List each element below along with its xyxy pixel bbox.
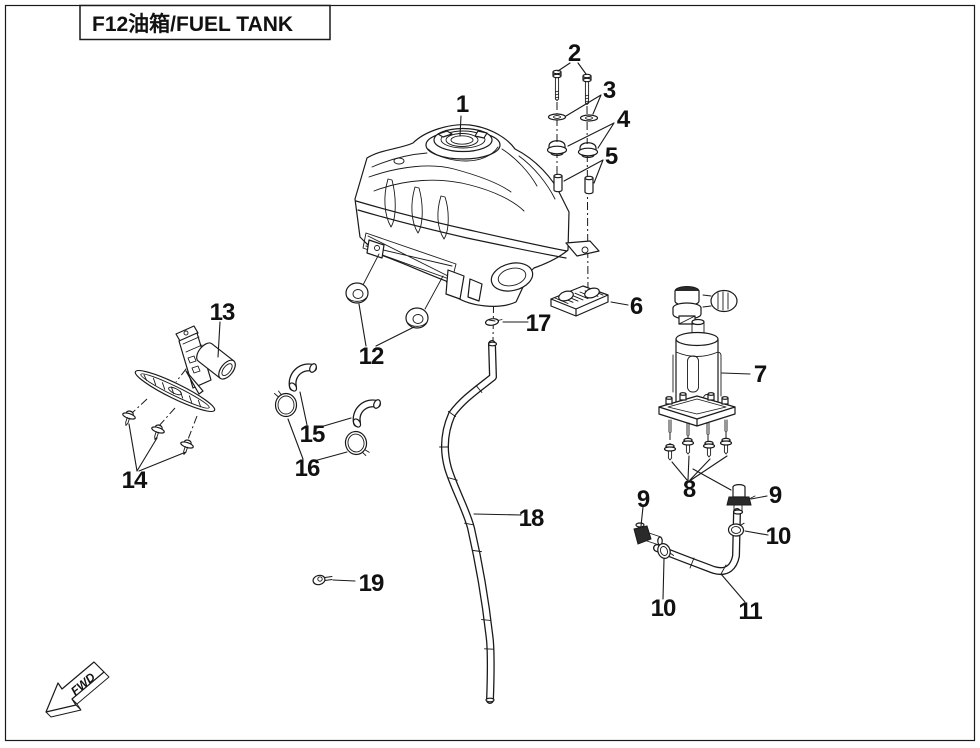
sensor-float-can — [196, 342, 236, 380]
callout-10-left: 10 — [651, 595, 676, 622]
spacer-drawing — [553, 173, 563, 193]
elbow-boots-drawing — [273, 363, 381, 460]
spacer-drawing — [584, 175, 594, 195]
sensor-screw-drawing — [148, 422, 167, 443]
elbow-connector-left-drawing — [633, 522, 663, 546]
callout-4: 4 — [617, 106, 631, 133]
callout-19: 19 — [359, 570, 384, 597]
clip17-drawing — [484, 318, 503, 326]
grommets-drawing — [345, 253, 444, 329]
pump-screw-drawing — [681, 437, 695, 455]
outlet-fittings-drawing — [633, 484, 756, 575]
callout-12: 12 — [359, 343, 384, 370]
grommet-drawing — [405, 307, 429, 329]
fuel-tank-drawing — [354, 124, 600, 307]
mount-plate-drawing — [550, 285, 609, 317]
title-box — [79, 4, 331, 41]
callout-11: 11 — [738, 598, 762, 625]
callout-17: 17 — [526, 310, 551, 337]
callout-18: 18 — [519, 505, 544, 532]
drain-hose-drawing — [439, 340, 498, 704]
ring-clamp-drawing — [273, 390, 298, 418]
tank-mount-hardware-drawing — [546, 69, 599, 195]
callout-5: 5 — [605, 143, 618, 170]
callout-3: 3 — [603, 77, 616, 104]
callout-9-right: 9 — [769, 482, 782, 509]
callout-16: 16 — [295, 455, 320, 482]
sensor-screw-drawing — [119, 408, 138, 429]
callout-2: 2 — [568, 40, 581, 67]
callout-14: 14 — [122, 467, 148, 494]
page-title: F12油箱/FUEL TANK — [92, 12, 293, 36]
callout-6: 6 — [630, 293, 643, 320]
hose-joint-ticks — [439, 385, 494, 650]
washer-drawing — [547, 113, 567, 121]
pump-cap — [710, 289, 738, 313]
pump-screw-drawing — [719, 437, 733, 455]
pump-screw-drawing — [702, 440, 716, 458]
flange-posts — [665, 392, 729, 405]
page-border — [4, 4, 976, 742]
clip19-drawing — [312, 574, 333, 586]
elbow-connector-right-drawing — [726, 484, 756, 515]
callout-1: 1 — [456, 91, 469, 118]
callout-7: 7 — [754, 361, 767, 388]
bolt-drawing — [552, 69, 562, 102]
bolt-drawing — [582, 73, 592, 106]
grommet-drawing — [345, 282, 369, 304]
fwd-arrow: FWD — [45, 661, 110, 718]
callout-labels: 1 2 3 4 5 6 7 8 9 9 10 10 11 12 13 14 15… — [122, 40, 792, 625]
pump-screw-drawing — [663, 443, 677, 461]
ring-clamp-drawing — [343, 429, 371, 460]
callout-9-left: 9 — [637, 486, 650, 513]
callout-15: 15 — [300, 421, 325, 448]
hose-clamp-right-drawing — [727, 521, 745, 538]
fuel-sensor-drawing — [119, 325, 236, 458]
callout-13: 13 — [210, 299, 235, 326]
callout-8: 8 — [683, 476, 696, 503]
cushion-drawing — [577, 142, 599, 158]
cushion-drawing — [546, 140, 568, 156]
leader-lines — [128, 62, 769, 603]
callout-10-right: 10 — [766, 523, 791, 550]
washer-drawing — [579, 114, 599, 122]
fuel-pump-drawing — [658, 286, 738, 461]
sensor-plate — [134, 369, 216, 413]
